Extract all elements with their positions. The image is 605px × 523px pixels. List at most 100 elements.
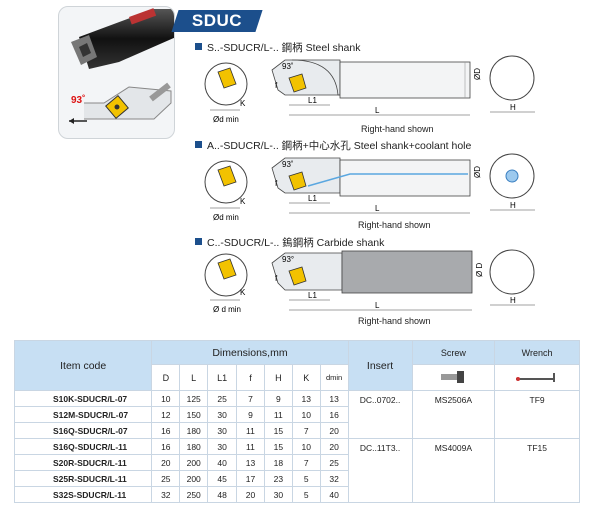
- cell-L: 125: [179, 390, 209, 407]
- svg-text:ØD: ØD: [473, 68, 482, 80]
- brand-text: SDUC: [191, 11, 243, 30]
- cell-L1: 25: [207, 390, 238, 407]
- cell-L1: 30: [207, 406, 238, 423]
- col-screw: Screw: [411, 340, 496, 365]
- cell-H: 15: [263, 422, 293, 439]
- screw-cell: MS4009A: [411, 438, 496, 503]
- cell-dmin: 13: [319, 390, 349, 407]
- cell-dmin: 20: [319, 438, 349, 455]
- cell-f: 20: [236, 486, 265, 503]
- insert-cell: DC..11T3..: [347, 438, 413, 503]
- cell-dmin: 25: [319, 454, 349, 471]
- svg-text:L1: L1: [308, 291, 317, 300]
- svg-text:L: L: [375, 301, 380, 310]
- screw-icon: [441, 370, 465, 383]
- brand-badge: SDUC: [171, 10, 263, 32]
- col-D: D: [151, 364, 181, 391]
- drawing-coolant-shank: Ød min K 93˚ f L1 L ØD H: [204, 153, 535, 222]
- cell-H: 15: [263, 438, 293, 455]
- cell-K: 10: [291, 438, 321, 455]
- hero-product-image: 93˚: [58, 6, 175, 139]
- caption-carbide: Right-hand shown: [358, 316, 431, 326]
- col-H: H: [263, 364, 293, 391]
- cell-L: 180: [179, 438, 209, 455]
- section-title-coolant: A..-SDUCR/L-.. 鋼柄+中心水孔 Steel shank+coola…: [195, 138, 471, 153]
- cell-dmin: 16: [319, 406, 349, 423]
- svg-text:Ød min: Ød min: [213, 115, 239, 124]
- cell-H: 30: [263, 486, 293, 503]
- svg-text:L1: L1: [308, 96, 317, 105]
- cell-L: 150: [179, 406, 209, 423]
- cell-K: 10: [291, 406, 321, 423]
- cell-D: 20: [151, 454, 181, 471]
- screw-cell: MS2506A: [411, 390, 496, 439]
- svg-text:Ø d min: Ø d min: [213, 305, 241, 314]
- item-code: S10K-SDUCR/L-07: [13, 390, 153, 407]
- cell-K: 7: [291, 454, 321, 471]
- cell-D: 16: [151, 422, 181, 439]
- cell-L1: 30: [207, 422, 238, 439]
- hero-angle: 93˚: [71, 94, 85, 106]
- cell-L1: 40: [207, 454, 238, 471]
- cell-K: 5: [291, 470, 321, 487]
- col-K: K: [291, 364, 321, 391]
- cell-L: 200: [179, 454, 209, 471]
- section-title-carbide: C..-SDUCR/L-.. 鎢鋼柄 Carbide shank: [195, 235, 384, 250]
- col-L: L: [179, 364, 209, 391]
- svg-text:L1: L1: [308, 194, 317, 203]
- col-L1: L1: [207, 364, 238, 391]
- svg-text:ØD: ØD: [473, 166, 482, 178]
- item-code: S20R-SDUCR/L-11: [13, 454, 153, 471]
- cell-D: 10: [151, 390, 181, 407]
- svg-text:H: H: [510, 296, 516, 305]
- svg-text:93˚: 93˚: [282, 62, 294, 71]
- cell-L1: 30: [207, 438, 238, 455]
- col-item-code: Item code: [13, 340, 153, 391]
- drawing-steel-shank: Ød min K 93˚ f L1 L ØD H: [204, 55, 535, 124]
- cell-L: 180: [179, 422, 209, 439]
- cell-L1: 45: [207, 470, 238, 487]
- drawing-carbide-shank: Ø d min K 93° f L1 L Ø D H: [204, 249, 535, 314]
- col-dmin: dmin: [319, 364, 349, 391]
- svg-text:93°: 93°: [282, 255, 294, 264]
- svg-text:H: H: [510, 201, 516, 210]
- cell-dmin: 40: [319, 486, 349, 503]
- svg-text:L: L: [375, 204, 380, 213]
- svg-text:L: L: [375, 106, 380, 115]
- svg-text:K: K: [240, 288, 246, 297]
- wrench-icon: [516, 372, 556, 382]
- wrench-cell: TF15: [494, 438, 580, 503]
- caption-coolant: Right-hand shown: [358, 220, 431, 230]
- item-code: S12M-SDUCR/L-07: [13, 406, 153, 423]
- boring-bar-illustration: 93˚: [69, 8, 174, 124]
- svg-text:H: H: [510, 103, 516, 112]
- svg-text:K: K: [240, 197, 246, 206]
- col-f: f: [236, 364, 265, 391]
- svg-text:K: K: [240, 99, 246, 108]
- cell-L: 200: [179, 470, 209, 487]
- cell-L: 250: [179, 486, 209, 503]
- cell-f: 13: [236, 454, 265, 471]
- caption-steel: Right-hand shown: [361, 124, 434, 134]
- cell-f: 11: [236, 438, 265, 455]
- insert-cell: DC..0702..: [347, 390, 413, 439]
- cell-H: 18: [263, 454, 293, 471]
- item-code: S16Q-SDUCR/L-07: [13, 422, 153, 439]
- cell-D: 12: [151, 406, 181, 423]
- col-dimensions: Dimensions,mm: [151, 340, 349, 365]
- wrench-cell: TF9: [494, 390, 580, 439]
- cell-D: 16: [151, 438, 181, 455]
- cell-H: 9: [263, 390, 293, 407]
- cell-D: 32: [151, 486, 181, 503]
- cell-D: 25: [151, 470, 181, 487]
- svg-text:Ø D: Ø D: [475, 263, 484, 277]
- svg-text:Ød min: Ød min: [213, 213, 239, 222]
- svg-text:f: f: [275, 179, 278, 188]
- col-wrench: Wrench: [494, 340, 580, 365]
